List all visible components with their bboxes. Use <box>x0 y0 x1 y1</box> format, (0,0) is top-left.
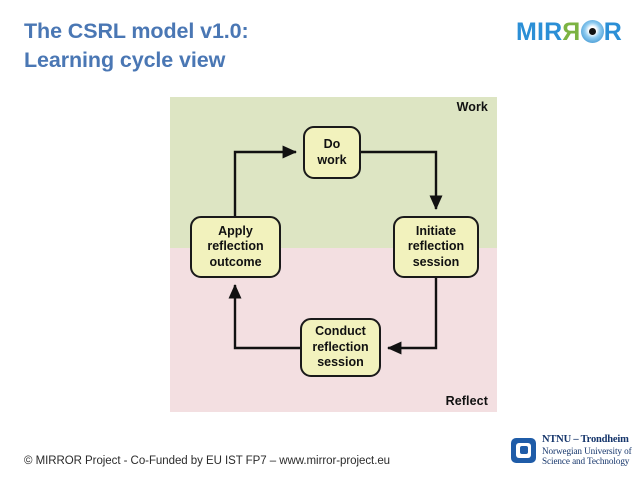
eye-icon <box>580 19 604 43</box>
page-title-line-2: Learning cycle view <box>24 48 226 72</box>
page-title: The CSRL model v1.0: Learning cycle view <box>24 17 444 75</box>
zone-label-reflect: Reflect <box>445 394 488 408</box>
node-initiate-line-1: Initiate <box>415 223 457 238</box>
node-initiate-line-2: reflection <box>407 239 465 254</box>
node-apply-line-2: reflection <box>207 239 264 254</box>
node-do-work[interactable]: Do work <box>303 126 361 179</box>
page-title-line-1: The CSRL model v1.0: <box>24 19 249 43</box>
ntnu-mark-icon <box>511 437 536 463</box>
edge-do-work-to-initiate <box>361 150 443 210</box>
mirror-logo-reversed-r: R <box>562 17 581 46</box>
node-do-work-line-2: work <box>317 152 347 167</box>
learning-cycle-diagram: Work Reflect Do work Ini <box>170 97 497 412</box>
footer-copyright: © MIRROR Project - Co-Funded by EU IST F… <box>24 455 391 467</box>
node-conduct-reflection-session[interactable]: Conduct reflection session <box>300 318 381 377</box>
mirror-logo-text-mir: MIR <box>516 17 563 46</box>
edge-initiate-to-conduct <box>387 278 438 355</box>
edge-apply-to-do-work <box>233 145 297 216</box>
node-initiate-reflection-session[interactable]: Initiate reflection session <box>393 216 479 278</box>
node-do-work-line-1: Do <box>323 137 341 151</box>
ntnu-line-1: NTNU – Trondheim <box>542 434 629 445</box>
edge-conduct-to-apply <box>228 284 300 350</box>
ntnu-logo: NTNU – Trondheim Norwegian University of… <box>511 434 632 467</box>
ntnu-line-3: Science and Technology <box>542 456 630 466</box>
zone-label-work: Work <box>456 100 488 114</box>
ntnu-line-2: Norwegian University of <box>542 445 632 456</box>
node-conduct-line-2: reflection <box>312 339 369 354</box>
node-apply-line-1: Apply <box>218 223 253 238</box>
mirror-logo-text-r: R <box>603 17 622 46</box>
node-conduct-line-3: session <box>317 355 364 370</box>
node-conduct-line-1: Conduct <box>315 324 366 339</box>
node-apply-line-3: outcome <box>209 254 262 269</box>
node-apply-reflection-outcome[interactable]: Apply reflection outcome <box>190 216 281 278</box>
flow-arrows <box>228 145 443 355</box>
ntnu-logo-text: NTNU – Trondheim Norwegian University of… <box>542 434 632 467</box>
node-initiate-line-3: session <box>412 254 460 269</box>
